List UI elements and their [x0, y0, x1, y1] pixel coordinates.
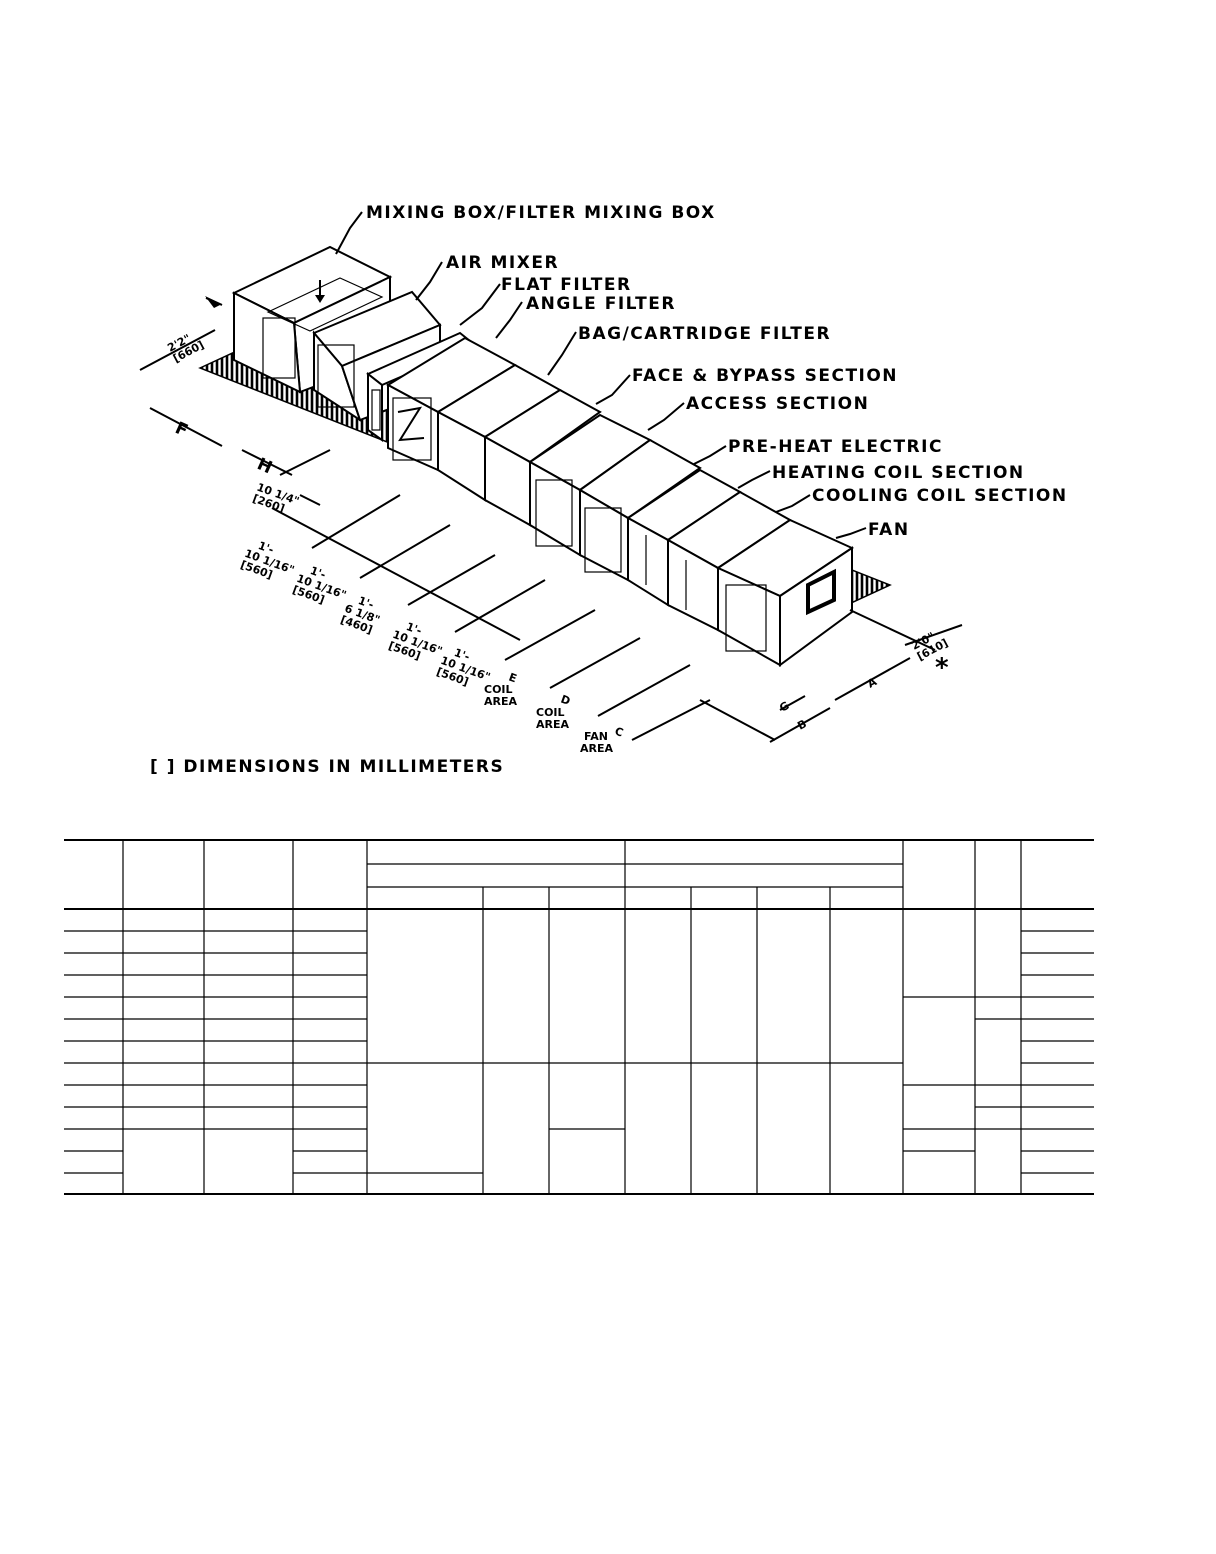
dimensions-legend: [ ] DIMENSIONS IN MILLIMETERS — [150, 757, 504, 777]
label-cooling-coil: COOLING COIL SECTION — [812, 486, 1068, 506]
fan-area-line2: AREA — [580, 742, 613, 755]
unit-boxes — [231, 245, 855, 667]
dimension-texts: 2'2" [660] F H 10 1/4" [260] 1'- 10 1/16… — [165, 332, 950, 755]
label-preheat: PRE-HEAT ELECTRIC — [728, 437, 943, 457]
angle-filter-unit — [385, 336, 518, 472]
label-access-section: ACCESS SECTION — [686, 394, 869, 414]
leader-lines — [335, 211, 867, 539]
preheat-unit — [578, 438, 702, 582]
flat-filter-unit — [366, 331, 477, 442]
fan-area-line1: FAN — [584, 730, 608, 743]
access-section-unit — [528, 413, 652, 557]
coil-area-2-line1: COIL — [536, 706, 565, 719]
dim-seg3-feet: 1'- — [356, 594, 375, 612]
dim-seg4-feet: 1'- — [404, 620, 423, 638]
coil-area-1-line2: AREA — [484, 695, 517, 708]
air-handler-isometric-diagram: MIXING BOX/FILTER MIXING BOX AIR MIXER F… — [139, 203, 1068, 777]
label-face-bypass: FACE & BYPASS SECTION — [632, 366, 898, 386]
dim-seg5-feet: 1'- — [452, 646, 471, 664]
face-bypass-unit — [483, 388, 602, 527]
label-angle-filter: ANGLE FILTER — [526, 294, 676, 314]
dim-letter-d: D — [559, 693, 572, 708]
coil-area-2-line2: AREA — [536, 718, 569, 731]
label-mixing-box: MIXING BOX/FILTER MIXING BOX — [366, 203, 716, 223]
label-air-mixer: AIR MIXER — [446, 253, 559, 273]
section-labels: MIXING BOX/FILTER MIXING BOX AIR MIXER F… — [366, 203, 1068, 540]
asterisk-note: * — [935, 653, 949, 683]
dim-letter-e: E — [507, 671, 519, 686]
airflow-arrow-icon — [205, 296, 222, 308]
label-heating-coil: HEATING COIL SECTION — [772, 463, 1025, 483]
coil-area-1-line1: COIL — [484, 683, 513, 696]
dim-letter-h: H — [254, 454, 277, 479]
dim-seg1-feet: 1'- — [256, 539, 275, 557]
label-bag-filter: BAG/CARTRIDGE FILTER — [578, 324, 831, 344]
label-fan: FAN — [868, 520, 910, 540]
table-grid-lines — [64, 839, 1094, 1195]
label-flat-filter: FLAT FILTER — [501, 275, 632, 295]
dimension-lines — [139, 297, 963, 743]
heating-coil-unit — [626, 468, 742, 607]
fan-unit — [715, 518, 855, 667]
dim-seg2-feet: 1'- — [308, 564, 327, 582]
